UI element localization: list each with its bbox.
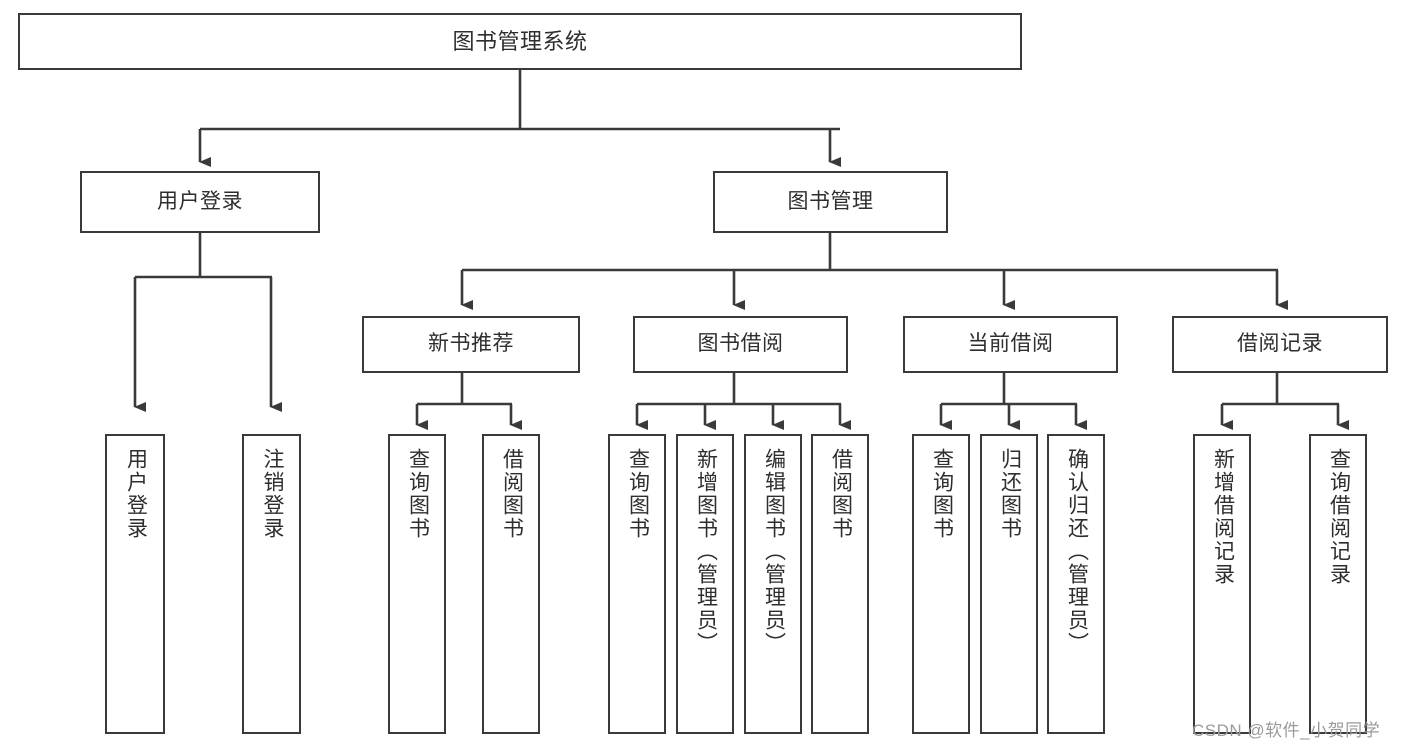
node-new-book-recommend[interactable]: 新书推荐 (362, 316, 580, 373)
node-book-borrow[interactable]: 图书借阅 (633, 316, 848, 373)
node-label: 图书借阅 (697, 332, 784, 356)
leaf-query-book-borrow[interactable]: 查询图书 (608, 434, 666, 734)
node-label: 新增借阅记录 (1211, 448, 1235, 586)
node-label: 新增图书（管理员） (694, 448, 718, 655)
node-book-management[interactable]: 图书管理 (713, 171, 948, 233)
node-label: 借阅记录 (1237, 332, 1323, 356)
leaf-borrow-book[interactable]: 借阅图书 (811, 434, 869, 734)
node-user-login[interactable]: 用户登录 (80, 171, 320, 233)
node-label: 归还图书 (998, 448, 1022, 540)
node-label: 新书推荐 (428, 332, 514, 356)
node-label: 借阅图书 (500, 448, 524, 540)
node-label: 用户登录 (157, 189, 243, 213)
leaf-query-book-newbook[interactable]: 查询图书 (388, 434, 446, 734)
leaf-confirm-return-admin[interactable]: 确认归还（管理员） (1047, 434, 1105, 734)
node-label: 确认归还（管理员） (1065, 448, 1089, 655)
leaf-query-borrow-record[interactable]: 查询借阅记录 (1309, 434, 1367, 734)
leaf-add-book-admin[interactable]: 新增图书（管理员） (676, 434, 734, 734)
leaf-logout-login[interactable]: 注销登录 (242, 434, 301, 734)
leaf-borrow-book-newbook[interactable]: 借阅图书 (482, 434, 540, 734)
node-label: 编辑图书（管理员） (762, 448, 786, 655)
node-label: 图书管理系统 (452, 28, 588, 54)
node-label: 查询图书 (930, 448, 954, 540)
leaf-return-book[interactable]: 归还图书 (980, 434, 1038, 734)
node-label: 查询借阅记录 (1327, 448, 1351, 586)
node-label: 借阅图书 (829, 448, 853, 540)
leaf-add-borrow-record[interactable]: 新增借阅记录 (1193, 434, 1251, 734)
node-label: 注销登录 (260, 448, 284, 540)
node-label: 图书管理 (787, 189, 874, 213)
node-label: 查询图书 (406, 448, 430, 540)
leaf-edit-book-admin[interactable]: 编辑图书（管理员） (744, 434, 802, 734)
leaf-query-book-current[interactable]: 查询图书 (912, 434, 970, 734)
node-current-borrow[interactable]: 当前借阅 (903, 316, 1118, 373)
csdn-watermark: CSDN @软件_小贺同学 (1192, 721, 1381, 740)
leaf-user-login[interactable]: 用户登录 (105, 434, 165, 734)
node-root-book-management-system[interactable]: 图书管理系统 (18, 13, 1022, 70)
node-label: 用户登录 (124, 448, 148, 540)
node-borrow-record[interactable]: 借阅记录 (1172, 316, 1388, 373)
node-label: 当前借阅 (967, 332, 1054, 356)
node-label: 查询图书 (626, 448, 650, 540)
